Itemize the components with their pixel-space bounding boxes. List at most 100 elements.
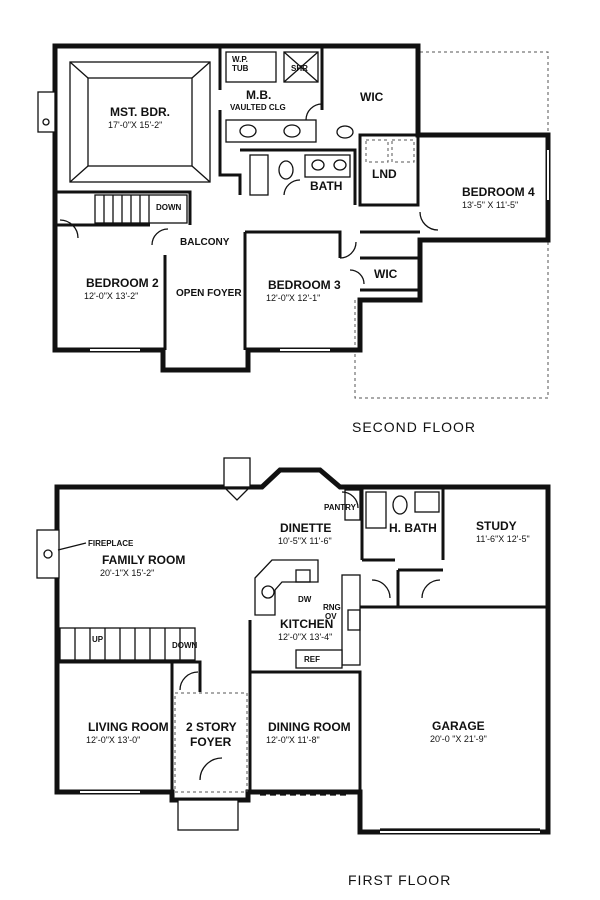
chimney-upper <box>37 91 56 133</box>
second-floor-caption: SECOND FLOOR <box>352 419 476 435</box>
garage-dims: 20'-0 "X 21'-9" <box>430 734 487 744</box>
laundry-label: LND <box>372 167 397 181</box>
dishwasher-label: DW <box>298 595 312 604</box>
fireplace-label: FIREPLACE <box>88 539 134 548</box>
wic-lower-label: WIC <box>374 267 398 281</box>
door-bath <box>283 179 301 196</box>
half-bath-toilet <box>392 495 408 515</box>
washer <box>365 139 389 163</box>
wall-halfbath-study <box>360 487 445 560</box>
master-bath-note: VAULTED CLG <box>230 103 286 112</box>
kitchen-island <box>254 559 319 616</box>
kitchen-counter-right <box>341 574 361 666</box>
dining-room-dims: 12'-0"X 11'-8" <box>266 735 320 745</box>
foyer-label-2: FOYER <box>190 735 232 749</box>
lower-stair-down-label: DOWN <box>172 641 198 650</box>
bedroom4-dims: 13'-5" X 11'-5" <box>462 200 518 210</box>
foyer-label-1: 2 STORY <box>186 720 237 734</box>
wall-living-top <box>57 660 202 692</box>
wp-tub-label-1: W.P. <box>232 55 248 64</box>
door-balcony <box>151 228 169 246</box>
kitchen-dims: 12'-0"X 13'-4" <box>278 632 332 642</box>
bedroom2-dims: 12'-0"X 13'-2" <box>84 291 138 301</box>
chimney-lower <box>223 457 251 488</box>
wall-dining <box>250 670 362 792</box>
second-floor-plan: MST. BDR. 17'-0"X 15'-2" W.P. TUB SHR M.… <box>37 43 551 435</box>
refrigerator-label: REF <box>304 655 320 664</box>
door-bedroom4 <box>419 211 439 231</box>
foyer-open-to-above <box>174 692 248 793</box>
master-bedroom-name: MST. BDR. <box>110 105 170 119</box>
door-bedroom3 <box>339 241 357 259</box>
garage-name: GARAGE <box>432 719 485 733</box>
dinette-name: DINETTE <box>280 521 331 535</box>
wall-open-foyer <box>163 232 247 350</box>
dinette-dims: 10'-5"X 11'-6" <box>278 536 332 546</box>
dishwasher-box <box>295 569 311 583</box>
first-floor-plan: PANTRY DINETTE 10'-5"X 11'-6" H. BATH ST… <box>36 457 551 888</box>
lower-stair-up-label: UP <box>92 635 104 644</box>
first-floor-caption: FIRST FLOOR <box>348 872 451 888</box>
door-closet-foyer <box>179 671 199 691</box>
half-bath-sink <box>414 491 440 513</box>
upper-stair-down-label: DOWN <box>156 203 182 212</box>
balcony-label: BALCONY <box>180 237 230 248</box>
living-room-dims: 12'-0"X 13'-0" <box>86 735 140 745</box>
door-front-entry <box>199 757 223 781</box>
fireplace-box <box>36 529 60 579</box>
wall-halfbath-bottom <box>362 558 443 572</box>
kitchen-name: KITCHEN <box>280 617 333 631</box>
door-wic-lower <box>349 269 365 285</box>
door-bedroom2 <box>59 219 79 239</box>
bath-label: BATH <box>310 179 342 193</box>
wic-upper-label: WIC <box>360 90 384 104</box>
range-oven <box>347 609 361 631</box>
door-pantry <box>341 491 359 509</box>
family-room-dims: 20'-1"X 15'-2" <box>100 568 154 578</box>
fireplace-leader <box>57 542 87 551</box>
tray-ceiling-inner <box>87 77 193 167</box>
second-floor-exterior-wall <box>52 43 551 373</box>
bedroom2-name: BEDROOM 2 <box>86 276 159 290</box>
bedroom3-dims: 12'-0"X 12'-1" <box>266 293 320 303</box>
range-label-2: OV <box>325 612 337 621</box>
pantry-closet <box>344 489 361 521</box>
kitchen-counter-bottom <box>295 649 343 669</box>
first-floor-exterior-wall <box>54 467 551 835</box>
tray-ceiling-outer <box>69 61 211 183</box>
wall-closet <box>360 230 420 260</box>
door-wic-upper <box>305 103 323 121</box>
wall-bath-top <box>240 148 357 205</box>
wall-laundry <box>358 133 420 207</box>
master-bedroom-dims: 17'-0"X 15'-2" <box>108 120 162 130</box>
whirlpool-tub <box>225 51 277 83</box>
bedroom4-name: BEDROOM 4 <box>462 185 535 199</box>
wall-master-bath <box>218 46 242 195</box>
front-stoop <box>177 799 239 831</box>
wall-bedroom3-top <box>245 230 342 258</box>
half-bath-tub <box>365 491 387 529</box>
dining-room-name: DINING ROOM <box>268 720 351 734</box>
chimney-flue <box>42 118 50 126</box>
hall-toilet <box>278 160 294 180</box>
roof-outline <box>354 51 549 399</box>
door-study <box>421 579 441 599</box>
study-dims: 11'-6"X 12'-5" <box>476 534 530 544</box>
open-foyer-label: OPEN FOYER <box>176 288 242 299</box>
upper-stair <box>94 194 188 224</box>
pantry-label: PANTRY <box>324 503 357 512</box>
lower-stair <box>59 627 196 661</box>
wall-stair-top <box>55 190 192 225</box>
door-garage <box>371 579 391 599</box>
shower-label: SHR <box>291 64 308 73</box>
master-bath-name: M.B. <box>246 88 271 102</box>
dryer <box>391 139 415 163</box>
study-name: STUDY <box>476 519 517 533</box>
kitchen-sink <box>261 585 275 599</box>
range-label-1: RNG <box>323 603 341 612</box>
living-room-name: LIVING ROOM <box>88 720 169 734</box>
family-room-name: FAMILY ROOM <box>102 553 185 567</box>
half-bath-label: H. BATH <box>389 521 437 535</box>
hall-tub <box>249 154 269 196</box>
